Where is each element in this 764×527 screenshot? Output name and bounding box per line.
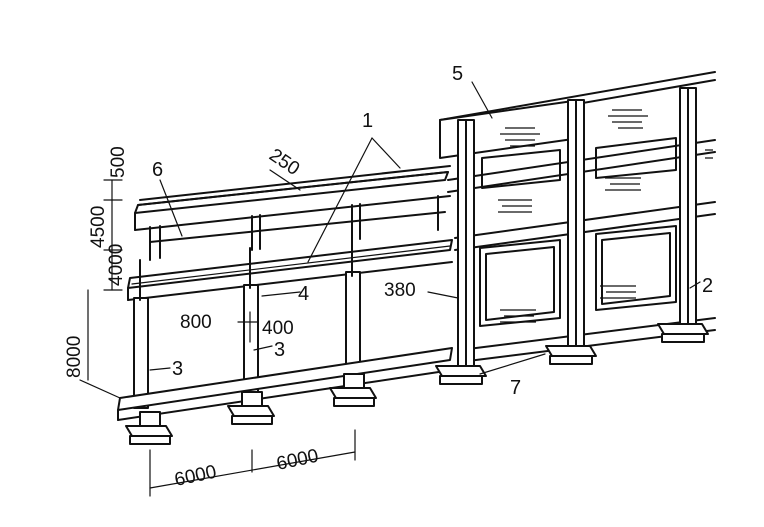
crane-beam — [127, 239, 453, 289]
dim-500: 500 — [108, 146, 129, 178]
dim-380: 380 — [384, 280, 416, 301]
callout-4: 4 — [298, 283, 309, 305]
roof-line — [439, 71, 716, 121]
top-rail-a — [137, 171, 449, 206]
footings-right — [435, 323, 709, 385]
ground-beam-lower — [117, 369, 453, 421]
brick-hatching — [498, 109, 713, 323]
callout-6: 6 — [152, 159, 163, 181]
callout-3a: 3 — [172, 358, 183, 380]
footings-left — [125, 373, 377, 445]
upper-girder-bottom — [134, 195, 451, 231]
window-frames — [479, 137, 677, 327]
dim-250: 250 — [265, 145, 303, 180]
ground-beam — [117, 347, 453, 411]
callout-leaders — [149, 81, 701, 375]
dim-4000: 4000 — [106, 244, 127, 286]
dimension-lines — [79, 169, 459, 497]
crane-beam-lower — [127, 261, 453, 301]
dim-6000-a: 6000 — [173, 462, 219, 491]
dim-8000: 8000 — [64, 336, 85, 378]
walled-section — [435, 71, 716, 385]
callout-7: 7 — [510, 377, 521, 399]
crane-rail — [131, 245, 451, 285]
upper-girder-inner — [149, 211, 446, 243]
callout-5: 5 — [452, 63, 463, 85]
dim-800: 800 — [180, 312, 212, 333]
truss-posts — [149, 195, 439, 261]
callout-2: 2 — [702, 275, 713, 297]
open-frame-section — [117, 165, 453, 445]
dim-400: 400 — [262, 318, 294, 339]
callout-3b: 3 — [274, 339, 285, 361]
dim-6000-b: 6000 — [275, 446, 321, 475]
top-rail-b — [139, 165, 451, 201]
callout-1: 1 — [362, 110, 373, 132]
dim-4500: 4500 — [88, 206, 109, 248]
